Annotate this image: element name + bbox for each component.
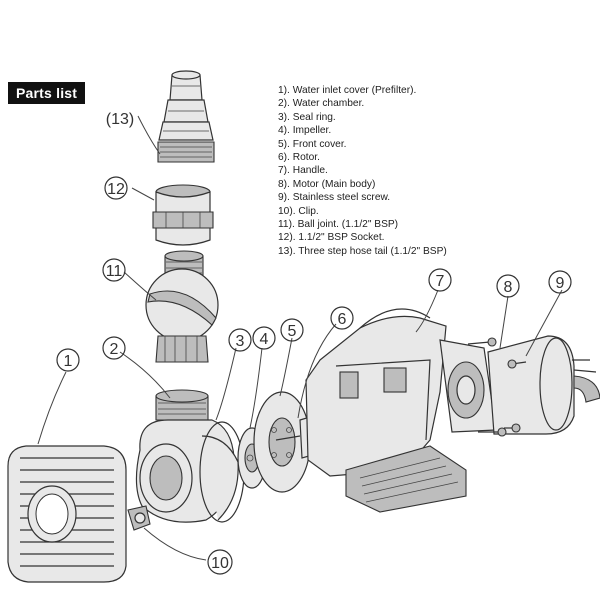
prefilter-part (7, 445, 127, 583)
part-item: 6). Rotor. (278, 152, 320, 164)
part-item: 10). Clip. (278, 205, 319, 217)
callout-7: 7 (428, 268, 452, 292)
callout-10: 10 (207, 549, 233, 575)
callout-11: 11 (102, 258, 126, 282)
callout-1: 1 (56, 348, 80, 372)
callout-11-label: 11 (106, 263, 123, 280)
callout-6: 6 (330, 306, 354, 330)
callout-10-label: 10 (211, 555, 229, 572)
part-item: 4). Impeller. (278, 125, 332, 137)
part-item: 3). Seal ring. (278, 111, 336, 123)
callout-5-label: 5 (288, 323, 297, 340)
callout-13: (13) (106, 111, 134, 128)
parts-list-title: Parts list (8, 82, 86, 104)
callout-12: 12 (104, 176, 128, 200)
callout-3: 3 (228, 328, 252, 352)
callout-12-label: 12 (107, 181, 125, 198)
callout-8: 8 (496, 274, 520, 298)
part-item: 13). Three step hose tail (1.1/2" BSP) (278, 245, 447, 257)
callout-4: 4 (252, 326, 276, 350)
screws-part (467, 337, 527, 437)
part-item: 1). Water inlet cover (Prefilter). (278, 85, 417, 96)
callout-7-label: 7 (436, 273, 445, 290)
part-item: 11). Ball joint. (1.1/2" BSP) (278, 219, 399, 231)
callout-9: 9 (548, 270, 572, 294)
clip-part (127, 505, 151, 531)
parts-list: 1). Water inlet cover (Prefilter). 2). W… (278, 84, 447, 258)
callout-13-label: (13) (106, 111, 134, 128)
ball-joint-part (145, 250, 219, 363)
hose-tail-part (157, 70, 215, 163)
callout-1-label: 1 (64, 353, 73, 370)
callout-8-label: 8 (504, 279, 513, 296)
part-item: 8). Motor (Main body) (278, 178, 376, 190)
motor-body-part (487, 335, 600, 435)
part-item: 7). Handle. (278, 165, 328, 177)
water-chamber-part (135, 389, 239, 523)
callout-2-label: 2 (110, 341, 119, 358)
part-item: 2). Water chamber. (278, 98, 365, 110)
callout-6-label: 6 (338, 311, 347, 328)
callout-2: 2 (102, 336, 126, 360)
callout-9-label: 9 (556, 275, 565, 292)
bsp-socket-part (152, 184, 214, 246)
callout-3-label: 3 (236, 333, 245, 350)
callout-5: 5 (280, 318, 304, 342)
part-item: 9). Stainless steel screw. (278, 192, 391, 204)
part-item: 5). Front cover. (278, 138, 347, 150)
part-item: 12). 1.1/2" BSP Socket. (278, 232, 385, 244)
front-cover-part (253, 391, 311, 493)
handle-housing-part (305, 308, 497, 513)
callout-4-label: 4 (260, 331, 269, 348)
leader-lines (37, 115, 563, 561)
